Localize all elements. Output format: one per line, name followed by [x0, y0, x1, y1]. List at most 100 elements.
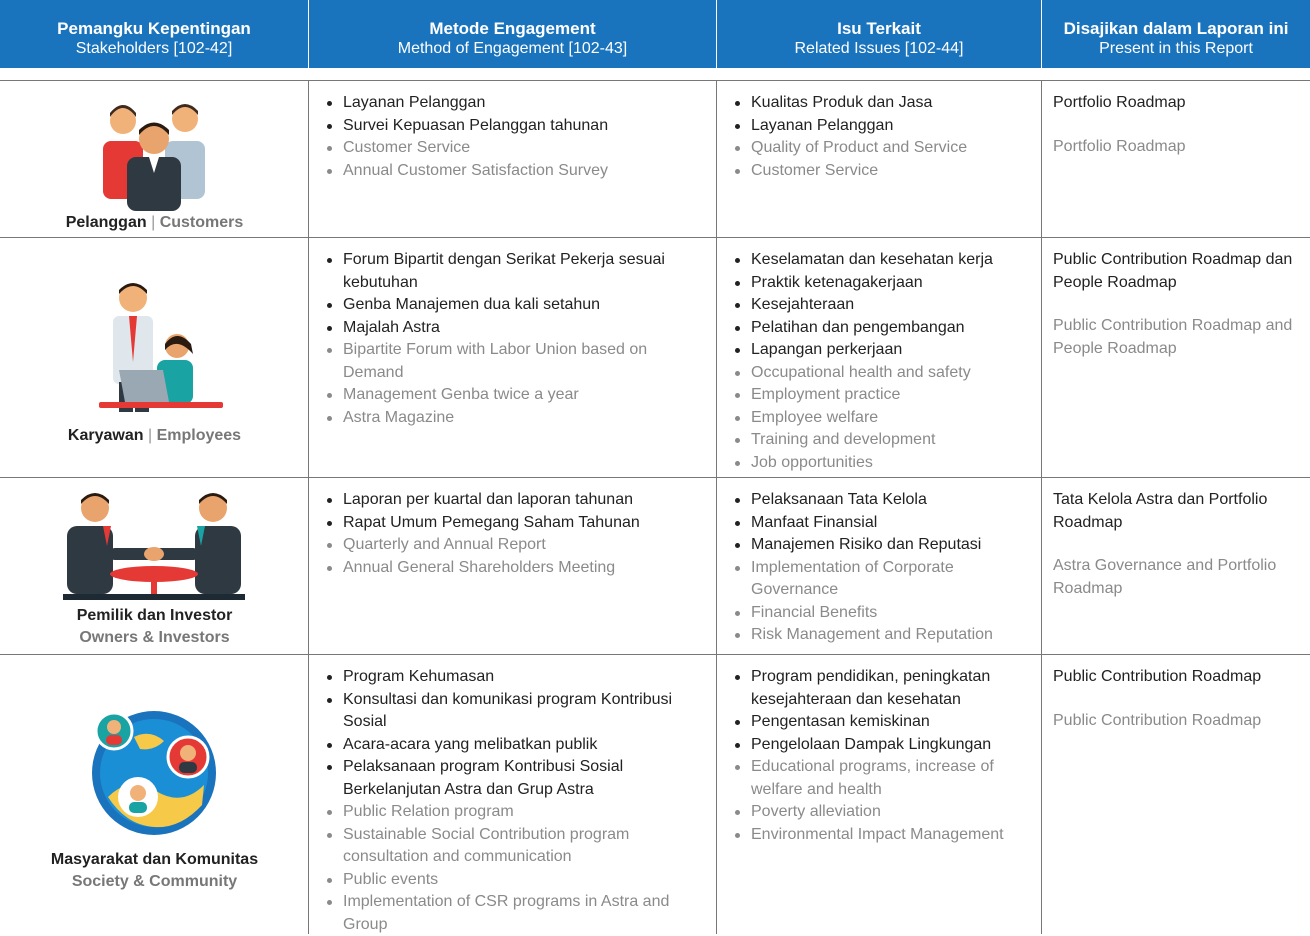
list-item: Educational programs, increase of welfar… [717, 756, 1033, 801]
list-item: Genba Manajemen dua kali setahun [309, 294, 708, 317]
stakeholder-label: Pemilik dan Investor Owners & Investors [0, 605, 309, 649]
report-cell: Public Contribution Roadmap Public Contr… [1042, 655, 1310, 934]
list-item: Quarterly and Annual Report [309, 534, 708, 557]
list-item: Manfaat Finansial [717, 512, 1033, 535]
stakeholder-label: Pelanggan | Customers [0, 212, 309, 234]
header-title-id: Metode Engagement [429, 19, 596, 38]
header-title-en: Related Issues [102-44] [794, 40, 964, 57]
list-item: Keselamatan dan kesehatan kerja [717, 249, 1033, 272]
list-item: Customer Service [717, 160, 1033, 183]
list-item: Pelaksanaan program Kontribusi Sosial Be… [309, 756, 708, 801]
list-item: Majalah Astra [309, 317, 708, 340]
method-cell: Laporan per kuartal dan laporan tahunan … [309, 478, 717, 654]
list-item: Bipartite Forum with Labor Union based o… [309, 339, 708, 384]
report-cell: Tata Kelola Astra dan Portfolio Roadmap … [1042, 478, 1310, 654]
list-item: Kualitas Produk dan Jasa [717, 92, 1033, 115]
issues-cell: Kualitas Produk dan Jasa Layanan Pelangg… [717, 81, 1042, 237]
stakeholder-label: Masyarakat dan Komunitas Society & Commu… [0, 849, 309, 893]
list-item: Forum Bipartit dengan Serikat Pekerja se… [309, 249, 708, 294]
stakeholder-cell: Masyarakat dan Komunitas Society & Commu… [0, 655, 309, 934]
list-item: Sustainable Social Contribution program … [309, 824, 708, 869]
report-cell: Public Contribution Roadmap dan People R… [1042, 238, 1310, 477]
header-title-id: Pemangku Kepentingan [57, 19, 251, 38]
employees-icon [99, 283, 223, 412]
list-item: Risk Management and Reputation [717, 624, 1033, 647]
method-list: Forum Bipartit dengan Serikat Pekerja se… [309, 238, 716, 429]
stakeholder-name-id: Pemilik dan Investor [76, 607, 233, 624]
method-cell: Forum Bipartit dengan Serikat Pekerja se… [309, 238, 717, 477]
method-list: Layanan Pelanggan Survei Kepuasan Pelang… [309, 81, 716, 182]
separator: | [147, 427, 153, 444]
header-title-id: Disajikan dalam Laporan ini [1063, 19, 1289, 38]
list-item: Job opportunities [717, 452, 1033, 475]
method-list: Program Kehumasan Konsultasi dan komunik… [309, 655, 716, 936]
list-item: Annual Customer Satisfaction Survey [309, 160, 708, 183]
list-item: Konsultasi dan komunikasi program Kontri… [309, 689, 708, 734]
list-item: Customer Service [309, 137, 708, 160]
list-item: Employee welfare [717, 407, 1033, 430]
header-title-en: Present in this Report [1099, 40, 1253, 57]
stakeholder-name-id: Karyawan [67, 427, 144, 444]
list-item: Public Relation program [309, 801, 708, 824]
report-ref-id: Tata Kelola Astra dan Portfolio Roadmap [1053, 491, 1268, 531]
table-header: Pemangku Kepentingan Stakeholders [102-4… [0, 0, 1310, 68]
table-row-investors: Pemilik dan Investor Owners & Investors … [0, 478, 1310, 655]
stakeholder-name-id: Pelanggan [65, 214, 147, 231]
list-item: Rapat Umum Pemegang Saham Tahunan [309, 512, 708, 535]
list-item: Acara-acara yang melibatkan publik [309, 734, 708, 757]
list-item: Quality of Product and Service [717, 137, 1033, 160]
table-row-employees: Karyawan | Employees Forum Bipartit deng… [0, 238, 1310, 478]
list-item: Environmental Impact Management [717, 824, 1033, 847]
report-ref-en: Portfolio Roadmap [1053, 137, 1186, 155]
separator: | [151, 214, 156, 231]
list-item: Pengentasan kemiskinan [717, 711, 1033, 734]
stakeholder-name-en: Owners & Investors [79, 629, 230, 646]
list-item: Management Genba twice a year [309, 384, 708, 407]
issues-list: Pelaksanaan Tata Kelola Manfaat Finansia… [717, 478, 1041, 647]
table-row-community: Masyarakat dan Komunitas Society & Commu… [0, 655, 1310, 934]
issues-list: Keselamatan dan kesehatan kerja Praktik … [717, 238, 1041, 474]
report-ref-id: Public Contribution Roadmap [1053, 668, 1262, 685]
list-item: Poverty alleviation [717, 801, 1033, 824]
report-ref-en: Astra Governance and Portfolio Roadmap [1053, 557, 1277, 597]
list-item: Public events [309, 869, 708, 892]
issues-cell: Program pendidikan, peningkatan kesejaht… [717, 655, 1042, 934]
list-item: Employment practice [717, 384, 1033, 407]
issues-cell: Pelaksanaan Tata Kelola Manfaat Finansia… [717, 478, 1042, 654]
investors-handshake-icon [63, 493, 245, 600]
report-ref-id: Public Contribution Roadmap dan People R… [1053, 251, 1293, 291]
header-title-en: Stakeholders [102-42] [75, 40, 233, 57]
method-cell: Program Kehumasan Konsultasi dan komunik… [309, 655, 717, 934]
list-item: Astra Magazine [309, 407, 708, 430]
report-cell: Portfolio Roadmap Portfolio Roadmap [1042, 81, 1310, 237]
report-ref-en: Public Contribution Roadmap and People R… [1053, 317, 1293, 357]
stakeholder-cell: Karyawan | Employees [0, 238, 309, 477]
list-item: Training and development [717, 429, 1033, 452]
method-list: Laporan per kuartal dan laporan tahunan … [309, 478, 716, 579]
list-item: Layanan Pelanggan [309, 92, 708, 115]
header-title-id: Isu Terkait [837, 19, 921, 38]
community-globe-icon [92, 711, 216, 835]
issues-list: Kualitas Produk dan Jasa Layanan Pelangg… [717, 81, 1041, 182]
list-item: Praktik ketenagakerjaan [717, 272, 1033, 295]
list-item: Pengelolaan Dampak Lingkungan [717, 734, 1033, 757]
list-item: Pelaksanaan Tata Kelola [717, 489, 1033, 512]
header-stakeholders: Pemangku Kepentingan Stakeholders [102-4… [0, 0, 309, 68]
list-item: Implementation of Corporate Governance [717, 557, 1033, 602]
list-item: Survei Kepuasan Pelanggan tahunan [309, 115, 708, 138]
list-item: Program Kehumasan [309, 666, 708, 689]
list-item: Manajemen Risiko dan Reputasi [717, 534, 1033, 557]
customers-icon [103, 104, 205, 211]
list-item: Layanan Pelanggan [717, 115, 1033, 138]
list-item: Occupational health and safety [717, 362, 1033, 385]
stakeholder-name-id: Masyarakat dan Komunitas [50, 851, 259, 868]
table-top-divider [0, 80, 1310, 81]
list-item: Laporan per kuartal dan laporan tahunan [309, 489, 708, 512]
method-cell: Layanan Pelanggan Survei Kepuasan Pelang… [309, 81, 717, 237]
list-item: Implementation of CSR programs in Astra … [309, 891, 708, 936]
stakeholder-name-en: Customers [159, 214, 244, 231]
list-item: Program pendidikan, peningkatan kesejaht… [717, 666, 1033, 711]
stakeholder-name-en: Employees [156, 427, 242, 444]
report-ref-id: Portfolio Roadmap [1053, 94, 1186, 111]
report-ref-en: Public Contribution Roadmap [1053, 711, 1262, 729]
